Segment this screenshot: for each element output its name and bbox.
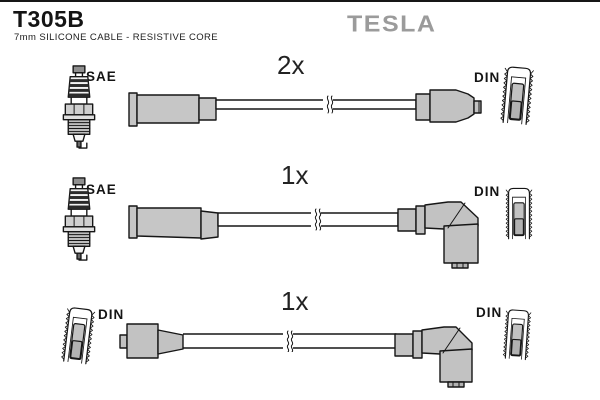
spark-plug-icon (56, 176, 102, 262)
distributor-connector-icon (415, 89, 482, 123)
distributor-elbow-connector-icon (394, 326, 473, 388)
row3-din-left-label: DIN (98, 307, 125, 322)
cable-break-icon (323, 95, 334, 114)
row2-cable-assembly (128, 201, 479, 269)
ignition-cable (215, 95, 417, 114)
row1-sae-label: SAE (86, 69, 117, 84)
row1-din-label: DIN (474, 70, 501, 85)
row3-din-right-label: DIN (476, 305, 503, 320)
din-cap-cross-section-icon (497, 307, 537, 363)
distributor-elbow-connector-icon (397, 201, 479, 269)
row3-quantity: 1x (281, 286, 309, 316)
cable-break-icon (283, 330, 294, 352)
part-number: T305B (13, 6, 85, 32)
row2-sae-label: SAE (86, 182, 117, 197)
tesla-logo: TESLA (347, 11, 437, 37)
spark-plug-boot-icon (128, 205, 219, 240)
spark-plug-boot-icon (128, 92, 217, 127)
ignition-cable (183, 330, 397, 352)
coil-connector-icon (119, 323, 184, 359)
row1-cable-assembly (128, 89, 482, 127)
row2-din-label: DIN (474, 184, 501, 199)
row2-quantity: 1x (281, 160, 309, 190)
row1-quantity: 2x (277, 50, 305, 80)
din-cap-cross-section-icon (54, 304, 101, 368)
ignition-cable (217, 208, 399, 231)
top-border-line (0, 0, 600, 2)
din-cap-cross-section-icon (501, 186, 537, 242)
cable-break-icon (311, 208, 322, 231)
part-description: 7mm SILICONE CABLE - RESISTIVE CORE (14, 32, 219, 43)
spark-plug-icon (56, 64, 102, 150)
din-cap-cross-section-icon (494, 63, 539, 128)
